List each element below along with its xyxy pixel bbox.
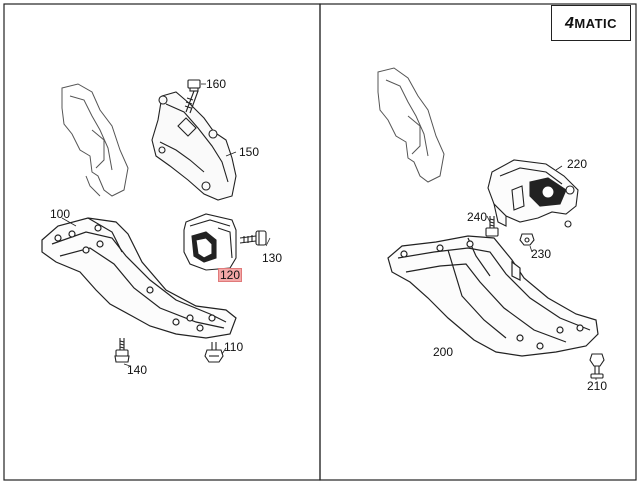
callout-210[interactable]: 210 [587,379,608,393]
nut-110 [204,342,224,363]
crossmember-200 [387,235,599,357]
callout-200[interactable]: 200 [433,345,454,359]
callout-130[interactable]: 130 [262,251,283,265]
mount-120 [183,213,237,271]
bolt-210 [589,353,605,379]
bolt-130 [239,230,267,246]
4matic-badge: 4MATIC [551,5,631,41]
callout-140[interactable]: 140 [127,363,148,377]
right-panel-frame [319,3,637,481]
callout-220[interactable]: 220 [567,157,588,171]
bolt-240 [485,216,499,237]
callout-230[interactable]: 230 [531,247,552,261]
callout-240[interactable]: 240 [467,210,488,224]
callout-150[interactable]: 150 [239,145,260,159]
mount-220 [487,159,579,228]
bolt-140 [114,338,130,363]
4matic-logo: 4MATIC [564,15,618,32]
callout-100[interactable]: 100 [50,207,71,221]
panel-frames [3,3,637,481]
left-transmission-outline [61,83,129,197]
crossmember-100 [41,217,237,339]
bracket-150 [151,91,237,201]
callout-110[interactable]: 110 [224,340,244,354]
bolt-160 [184,79,201,114]
leader-lines [61,83,597,380]
right-transmission-outline [377,67,445,183]
callout-160[interactable]: 160 [206,77,227,91]
callout-120[interactable]: 120 [217,268,243,282]
nut-230 [519,233,535,246]
